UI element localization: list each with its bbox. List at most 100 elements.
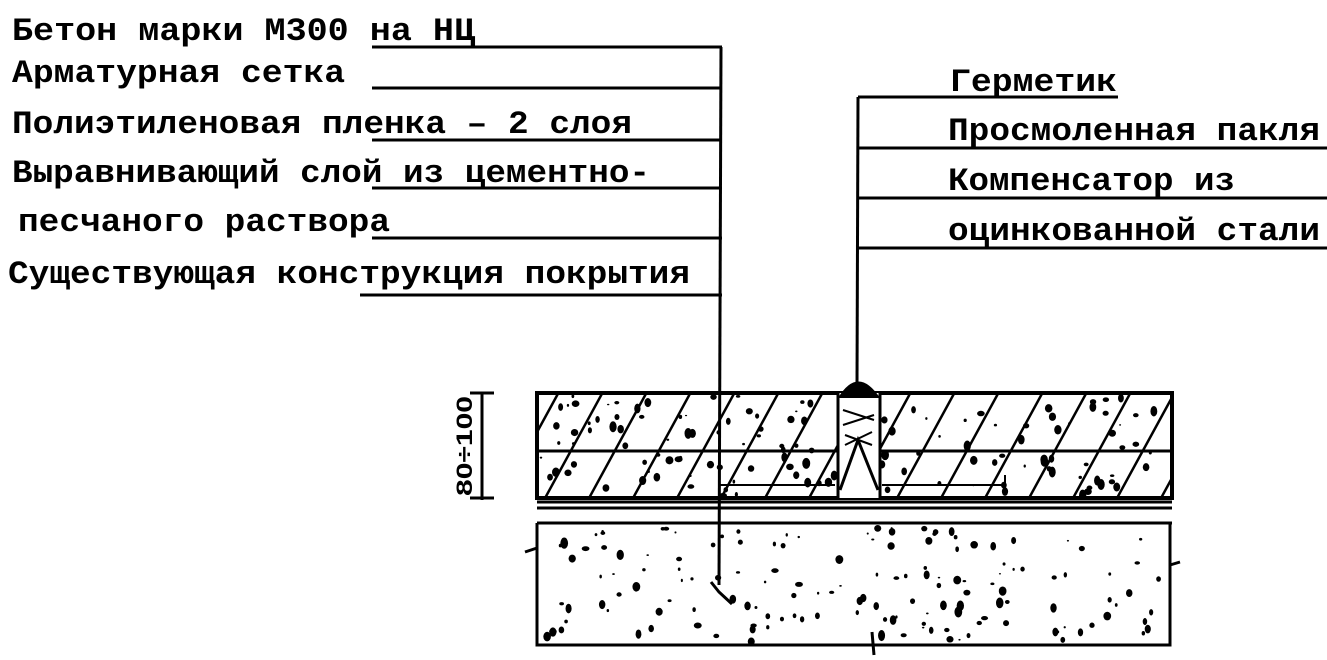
aggregate-dot: [736, 529, 741, 534]
aggregate-dot: [787, 415, 795, 424]
aggregate-dot: [687, 484, 695, 489]
aggregate-dot: [835, 555, 844, 564]
label-polyethylene-film: Полиэтиленовая пленка – 2 слоя: [12, 106, 632, 143]
aggregate-dot: [940, 600, 947, 611]
aggregate-dot: [793, 471, 800, 480]
aggregate-dot: [1083, 462, 1089, 467]
aggregate-dot: [1107, 597, 1112, 603]
aggregate-dot: [990, 582, 995, 586]
left-leader-lines: [360, 45, 734, 606]
hatch-line: [1159, 475, 1172, 498]
aggregate-dot: [614, 400, 620, 405]
aggregate-dot: [756, 434, 761, 438]
aggregate-dot: [690, 577, 694, 581]
aggregate-dot: [1108, 429, 1116, 437]
aggregate-dot: [602, 484, 610, 492]
right-leader-lines: [855, 95, 1327, 386]
aggregate-dot: [1066, 539, 1070, 542]
aggregate-dot: [998, 586, 1007, 596]
aggregate-dot: [923, 570, 930, 580]
aggregate-dot: [785, 533, 788, 537]
aggregate-dot: [944, 627, 950, 633]
aggregate-dot: [791, 592, 797, 599]
aggregate-dot: [1050, 603, 1057, 613]
aggregate-dot: [780, 542, 786, 549]
aggregate-dot: [737, 539, 743, 545]
label-leveling-layer-cont: песчаного раствора: [18, 204, 390, 241]
aggregate-dot: [1051, 575, 1057, 580]
aggregate-dot: [734, 492, 738, 498]
break-marks: [524, 546, 1181, 656]
aggregate-dot: [925, 612, 929, 615]
aggregate-dot: [928, 626, 934, 634]
label-compensator: Компенсатор из: [948, 163, 1235, 200]
aggregate-dot: [953, 535, 958, 540]
aggregate-dot: [1003, 620, 1010, 627]
aggregate-dot: [552, 467, 560, 477]
aggregate-dot: [594, 533, 598, 537]
aggregate-dot: [1109, 474, 1115, 478]
aggregate-dot: [889, 615, 897, 625]
aggregate-dot: [963, 440, 971, 452]
aggregate-dot: [599, 574, 602, 579]
aggregate-dot: [1063, 626, 1066, 629]
aggregate-dot: [1048, 412, 1057, 421]
aggregate-dot: [723, 487, 729, 493]
aggregate-dot: [900, 633, 907, 638]
aggregate-dot: [571, 400, 580, 408]
aggregate-dot: [747, 465, 755, 472]
hatch-line: [895, 393, 956, 498]
aggregate-dot: [1150, 406, 1158, 417]
aggregate-dot: [1133, 413, 1139, 418]
aggregate-dot: [1054, 425, 1062, 435]
aggregate-dot: [754, 605, 758, 609]
aggregate-dot: [963, 589, 971, 596]
label-rebar-mesh: Арматурная сетка: [12, 55, 345, 92]
hatch-line: [719, 393, 780, 498]
aggregate-dot: [558, 626, 565, 634]
aggregate-dot: [665, 456, 674, 465]
left-callout-labels: Бетон марки М300 на НЦ Арматурная сетка …: [8, 13, 690, 293]
aggregate-dot: [953, 575, 962, 585]
aggregate-dot: [911, 406, 916, 414]
aggregate-dot: [1113, 482, 1121, 492]
aggregate-dot: [839, 585, 842, 587]
aggregate-dot: [706, 460, 715, 469]
aggregate-dot: [1144, 624, 1151, 634]
aggregate-dot: [653, 472, 661, 482]
aggregate-dot: [1139, 537, 1143, 541]
aggregate-dot: [680, 578, 683, 583]
aggregate-dot: [873, 602, 880, 611]
hatch-line: [1027, 393, 1088, 498]
aggregate-dot: [676, 556, 683, 562]
aggregate-dot: [655, 453, 661, 457]
aggregate-dot: [955, 546, 959, 553]
aggregate-dot: [794, 443, 799, 448]
aggregate-dot: [558, 403, 564, 411]
aggregate-dot: [829, 590, 835, 594]
aggregate-dot: [921, 621, 926, 626]
label-tarred-tow: Просмоленная пакля: [948, 113, 1320, 150]
aggregate-dot: [560, 537, 569, 549]
aggregate-dot: [581, 546, 590, 552]
expansion-joint: [836, 381, 882, 498]
hatch-line: [1204, 390, 1264, 500]
hatch-line: [1248, 390, 1308, 500]
aggregate-dot: [732, 479, 736, 484]
aggregate-dot: [609, 421, 617, 433]
aggregate-dot: [616, 592, 622, 597]
aggregate-dot: [1052, 627, 1059, 637]
hatch-line: [1071, 393, 1132, 498]
aggregate-dot: [937, 576, 941, 579]
aggregate-dot: [1149, 609, 1154, 616]
aggregate-dot: [568, 554, 576, 563]
aggregate-dot: [612, 573, 615, 575]
aggregate-dot: [1002, 562, 1006, 566]
aggregate-dot: [1118, 393, 1124, 403]
aggregate-dot: [962, 580, 967, 583]
concrete-slab: [535, 390, 1308, 500]
aggregate-dot: [1048, 454, 1055, 463]
aggregate-dot: [878, 630, 886, 642]
aggregate-dot: [692, 607, 696, 612]
aggregate-dot: [797, 535, 801, 539]
